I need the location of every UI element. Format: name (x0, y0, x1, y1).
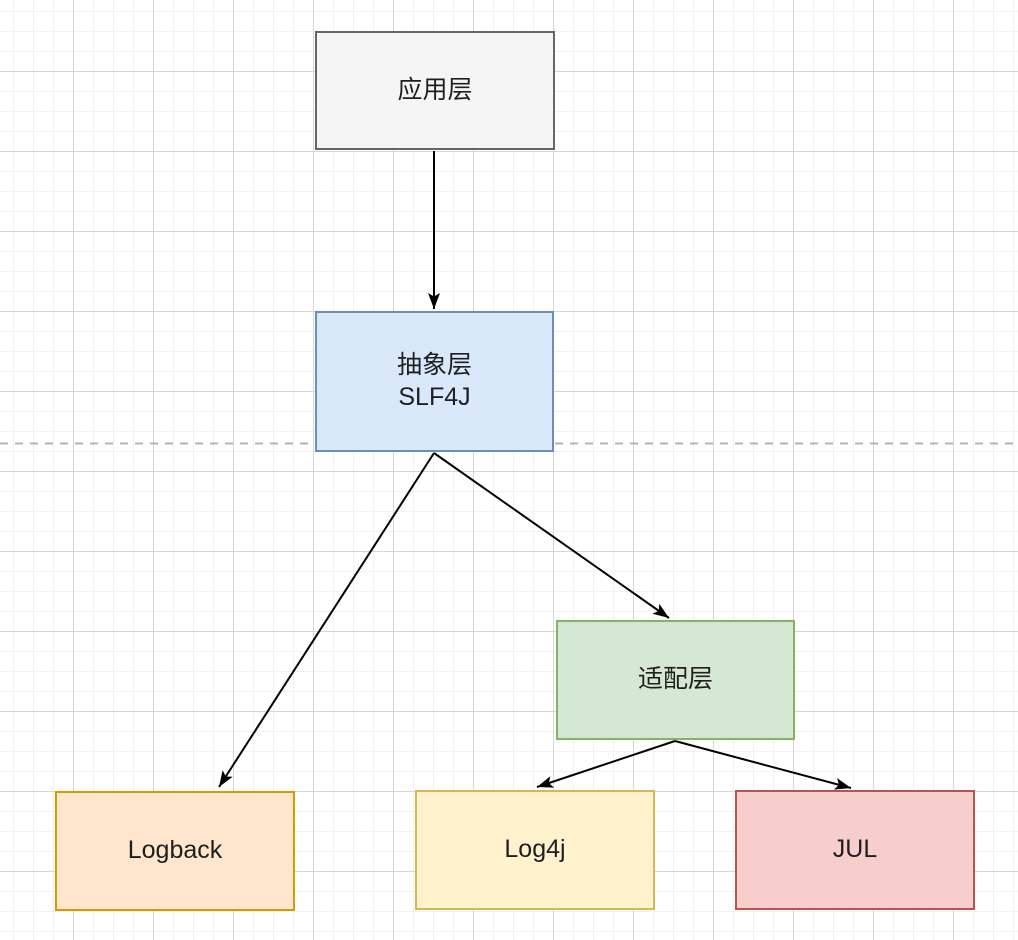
node-jul[interactable]: JUL (735, 790, 975, 910)
node-log4j[interactable]: Log4j (415, 790, 655, 910)
node-log4j-label: Log4j (504, 835, 566, 864)
node-abstraction-layer-slf4j-label: 抽象层 SLF4J (396, 351, 472, 411)
node-abstraction-layer-slf4j[interactable]: 抽象层 SLF4J (315, 311, 554, 452)
node-jul-label: JUL (832, 835, 878, 864)
edge-adapter-to-log4j[interactable] (536, 740, 676, 788)
node-application-layer-label: 应用层 (397, 75, 473, 104)
node-logback-label: Logback (127, 836, 223, 865)
node-application-layer[interactable]: 应用层 (315, 31, 555, 150)
edge-slf4j-to-adapter[interactable] (433, 452, 670, 619)
edge-slf4j-to-logback[interactable] (218, 452, 435, 788)
node-logback[interactable]: Logback (55, 791, 295, 911)
edge-adapter-to-jul[interactable] (674, 740, 852, 790)
node-adapter-layer-label: 适配层 (637, 665, 713, 694)
node-adapter-layer[interactable]: 适配层 (556, 620, 795, 740)
